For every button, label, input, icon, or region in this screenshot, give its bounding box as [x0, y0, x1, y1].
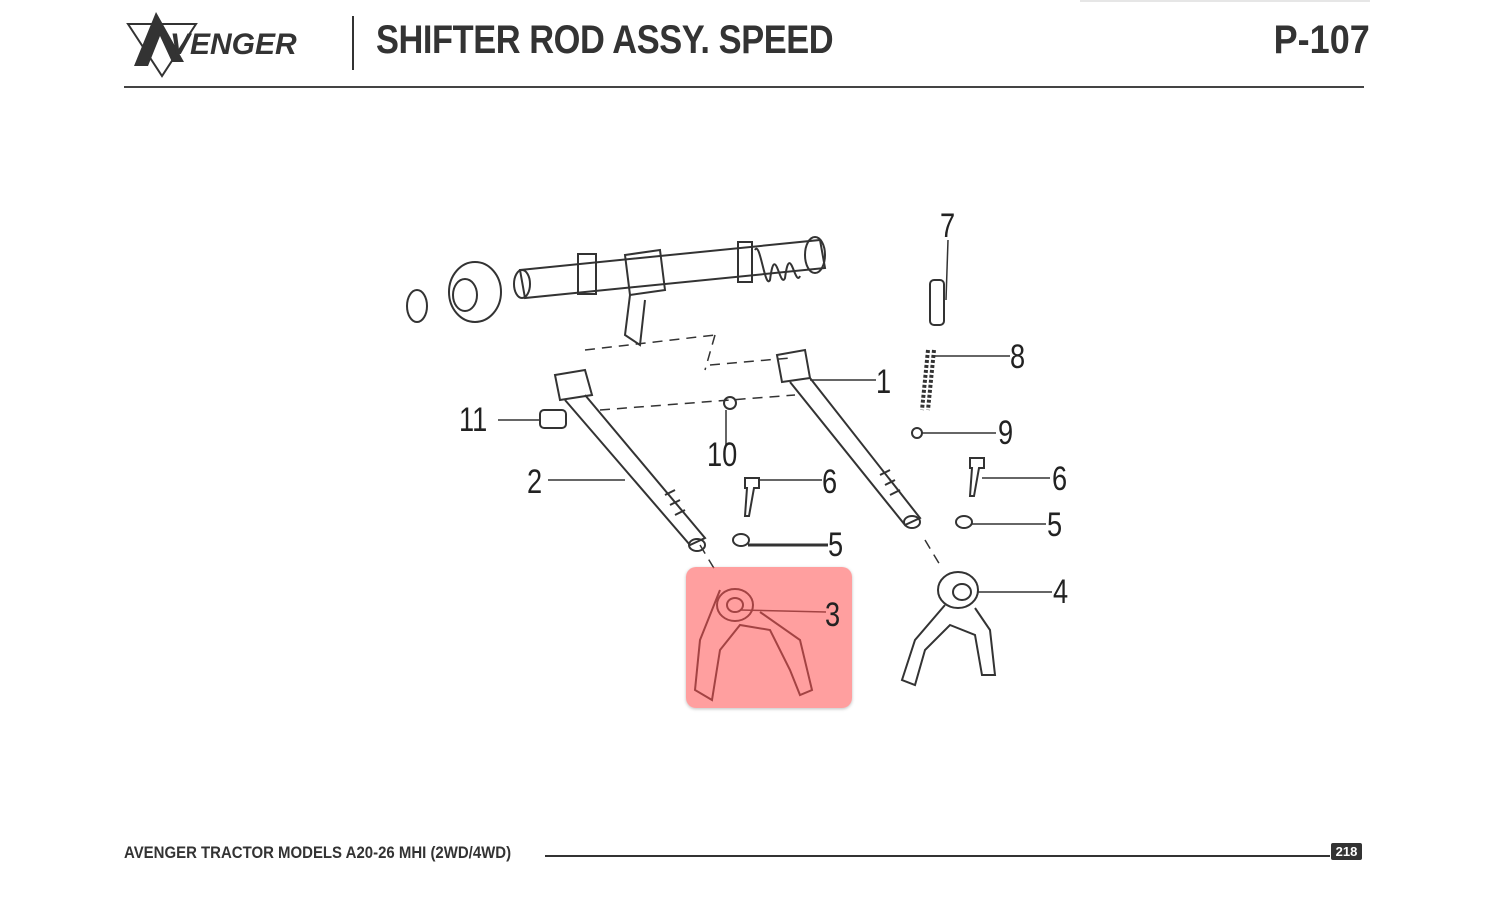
callout-6: 6: [822, 463, 838, 501]
callout-3: 3: [825, 596, 841, 634]
page-title: SHIFTER ROD ASSY. SPEED: [376, 18, 834, 62]
spring-8: [920, 349, 936, 411]
svg-text:VENGER: VENGER: [170, 28, 297, 61]
shift-fork-4: [900, 571, 997, 687]
callout-2: 2: [527, 463, 543, 501]
callout-6: 6: [1052, 460, 1068, 498]
callout-5: 5: [1047, 506, 1063, 544]
highlighted-part-3[interactable]: [686, 567, 852, 708]
bolt-6: [968, 457, 985, 497]
callout-8: 8: [1010, 338, 1026, 376]
shift-shaft: [513, 236, 827, 347]
nut-5: [732, 533, 750, 547]
snap-ring: [406, 289, 428, 323]
header-rule: [124, 86, 1364, 88]
avenger-logo: VENGER: [126, 12, 297, 78]
callout-1: 1: [876, 363, 892, 401]
callout-5: 5: [828, 526, 844, 564]
bushing: [448, 261, 502, 323]
footer-rule: [545, 855, 1330, 857]
bolt-6: [743, 477, 760, 517]
callout-4: 4: [1053, 573, 1069, 611]
ball-10: [723, 396, 737, 410]
callout-10: 10: [707, 436, 738, 474]
nut-5: [955, 515, 973, 529]
plug-11: [539, 409, 567, 429]
page-number: 218: [1331, 843, 1362, 860]
callout-11: 11: [459, 401, 488, 439]
footer-model-text: AVENGER TRACTOR MODELS A20-26 MHI (2WD/4…: [124, 843, 512, 862]
top-edge: [1080, 0, 1370, 2]
callout-9: 9: [998, 414, 1014, 452]
ball-9: [911, 427, 923, 439]
header-separator: [352, 16, 354, 70]
callout-7: 7: [940, 207, 956, 245]
shifter-rod-2: [553, 368, 707, 552]
page-code: P-107: [1273, 18, 1370, 62]
pin-7: [929, 279, 945, 326]
shifter-rod-1: [775, 348, 922, 529]
